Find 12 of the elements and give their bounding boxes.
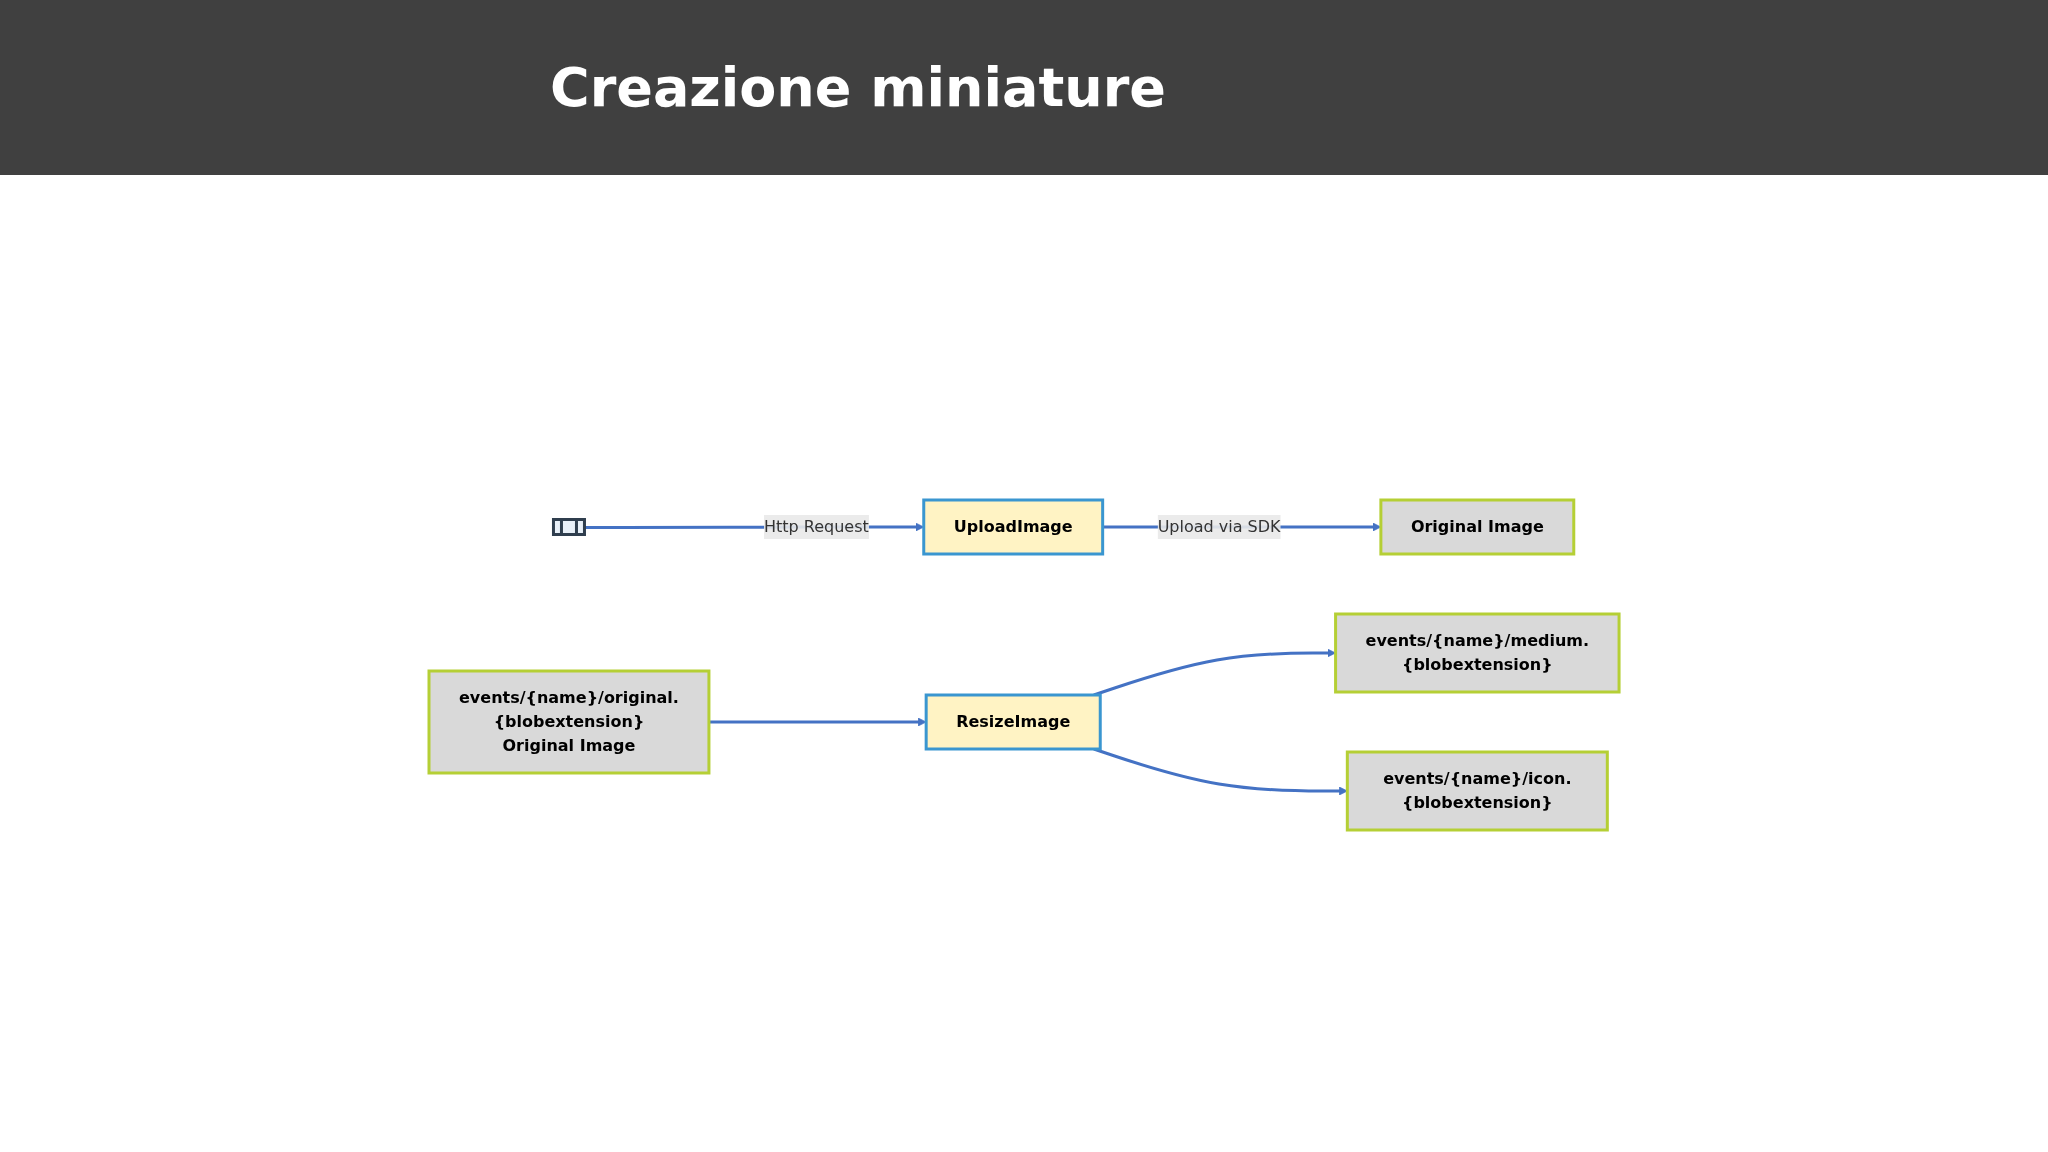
node-box: ResizeImage: [924, 693, 1102, 751]
edge-label: Upload via SDK: [1157, 517, 1281, 536]
node-box: Original Image: [1379, 498, 1576, 556]
title: Creazione miniature: [550, 56, 1166, 119]
node-box: events/{name}/original.{blobextension} Original Image: [427, 669, 711, 775]
node-box: events/{name}/medium.{blobextension}: [1334, 612, 1621, 694]
node-box: UploadImage: [922, 498, 1105, 556]
edge-label: Http Request: [763, 517, 869, 536]
node-box: events/{name}/icon.{blobextension}: [1345, 750, 1609, 832]
arrow: [708, 717, 927, 727]
node-computer: [551, 518, 586, 536]
arrow: [1093, 648, 1336, 697]
